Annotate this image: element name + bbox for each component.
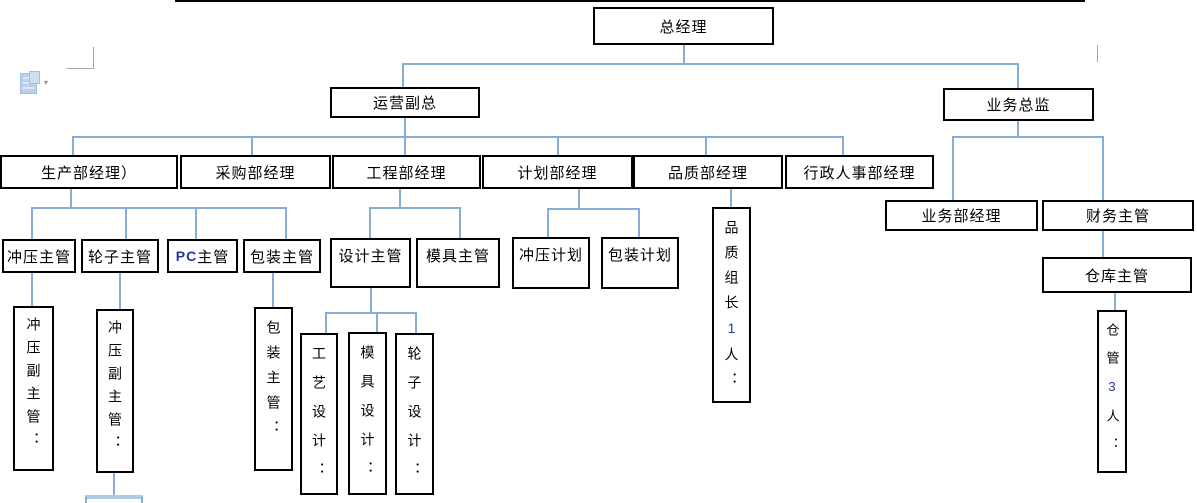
connector	[683, 45, 685, 64]
org-node-purchasing-dept-manager[interactable]: 采购部经理	[180, 155, 331, 189]
org-node-stamping-planning[interactable]: 冲压计划	[512, 237, 590, 289]
org-node-business-dept-manager[interactable]: 业务部经理	[885, 200, 1038, 231]
connector	[113, 472, 115, 497]
connector	[376, 312, 378, 332]
connector	[1114, 292, 1116, 310]
margin-mark-topleft-h	[67, 68, 94, 69]
paste-options-button[interactable]: ▾	[20, 71, 54, 95]
org-node-warehouse-keepers[interactable]: 仓管3人：	[1097, 310, 1127, 473]
connector	[952, 136, 1104, 138]
connector	[141, 497, 143, 503]
connector	[578, 189, 580, 209]
connector	[272, 272, 274, 307]
connector	[547, 208, 640, 210]
org-node-wheel-supervisor[interactable]: 轮子主管	[81, 239, 159, 273]
connector	[638, 208, 640, 238]
connector	[730, 189, 732, 208]
org-node-business-director[interactable]: 业务总监	[943, 88, 1094, 121]
org-node-stamping-supervisor[interactable]: 冲压主管	[2, 239, 76, 273]
org-node-mold-supervisor[interactable]: 模具主管	[416, 238, 500, 288]
connector	[31, 207, 33, 240]
org-node-pc-supervisor[interactable]: PC 主管	[167, 239, 238, 273]
org-node-packaging-supervisor[interactable]: 包装主管	[243, 239, 321, 273]
connector	[1102, 136, 1104, 201]
org-node-wheel-design[interactable]: 轮子设计：	[395, 333, 434, 495]
org-node-quality-group-leader[interactable]: 品质组长1人：	[712, 207, 751, 403]
connector	[325, 312, 417, 314]
connector	[325, 312, 327, 333]
connector	[370, 287, 372, 313]
connector	[952, 136, 954, 201]
org-node-general-manager[interactable]: 总经理	[593, 7, 774, 45]
connector	[557, 136, 559, 156]
org-node-packaging-planning[interactable]: 包装计划	[601, 237, 679, 289]
connector	[842, 136, 844, 156]
connector	[369, 207, 371, 239]
connector	[402, 63, 404, 88]
margin-mark-topleft-v	[93, 47, 94, 69]
chevron-down-icon: ▾	[44, 78, 49, 87]
org-node-quality-dept-manager[interactable]: 品质部经理	[633, 155, 783, 189]
connector	[31, 272, 33, 306]
org-node-title-cutoff[interactable]	[175, 0, 1085, 2]
org-node-operations-deputy-gm[interactable]: 运营副总	[330, 87, 480, 118]
org-node-process-design[interactable]: 工艺设计：	[300, 333, 338, 495]
connector	[85, 497, 87, 503]
org-node-finance-supervisor[interactable]: 财务主管	[1042, 200, 1194, 231]
connector	[369, 207, 461, 209]
org-node-production-dept-manager[interactable]: 生产部经理）	[0, 155, 178, 189]
connector	[31, 207, 287, 209]
connector	[195, 207, 197, 240]
connector	[251, 136, 253, 156]
connector	[1102, 231, 1104, 257]
connector	[72, 136, 844, 138]
paste-page-icon	[29, 71, 40, 84]
org-node-warehouse-supervisor[interactable]: 仓库主管	[1042, 257, 1192, 293]
org-node-admin-hr-dept-manager[interactable]: 行政人事部经理	[785, 155, 934, 189]
connector	[459, 207, 461, 239]
connector	[415, 312, 417, 333]
connector	[705, 136, 707, 156]
connector	[70, 189, 72, 208]
connector	[119, 272, 121, 309]
connector	[1017, 121, 1019, 137]
connector	[285, 207, 287, 240]
org-node-stamping-deputy-supervisor-2[interactable]: 冲压副主管：	[96, 309, 134, 473]
connector	[399, 189, 401, 208]
connector	[125, 207, 127, 240]
connector	[72, 136, 74, 156]
org-node-planning-dept-manager[interactable]: 计划部经理	[482, 155, 633, 189]
margin-mark-topright-v	[1097, 45, 1098, 62]
org-node-mold-design[interactable]: 模具设计：	[348, 332, 387, 495]
connector	[547, 208, 549, 238]
connector	[1017, 63, 1019, 89]
connector	[402, 63, 1019, 65]
connector-selected[interactable]	[85, 495, 143, 499]
org-node-packaging-supervisor-detail[interactable]: 包装主管：	[254, 307, 293, 471]
org-node-stamping-deputy-supervisor-1[interactable]: 冲压副主管：	[13, 306, 54, 471]
org-node-engineering-dept-manager[interactable]: 工程部经理	[332, 155, 481, 189]
org-node-design-supervisor[interactable]: 设计主管	[330, 238, 411, 288]
